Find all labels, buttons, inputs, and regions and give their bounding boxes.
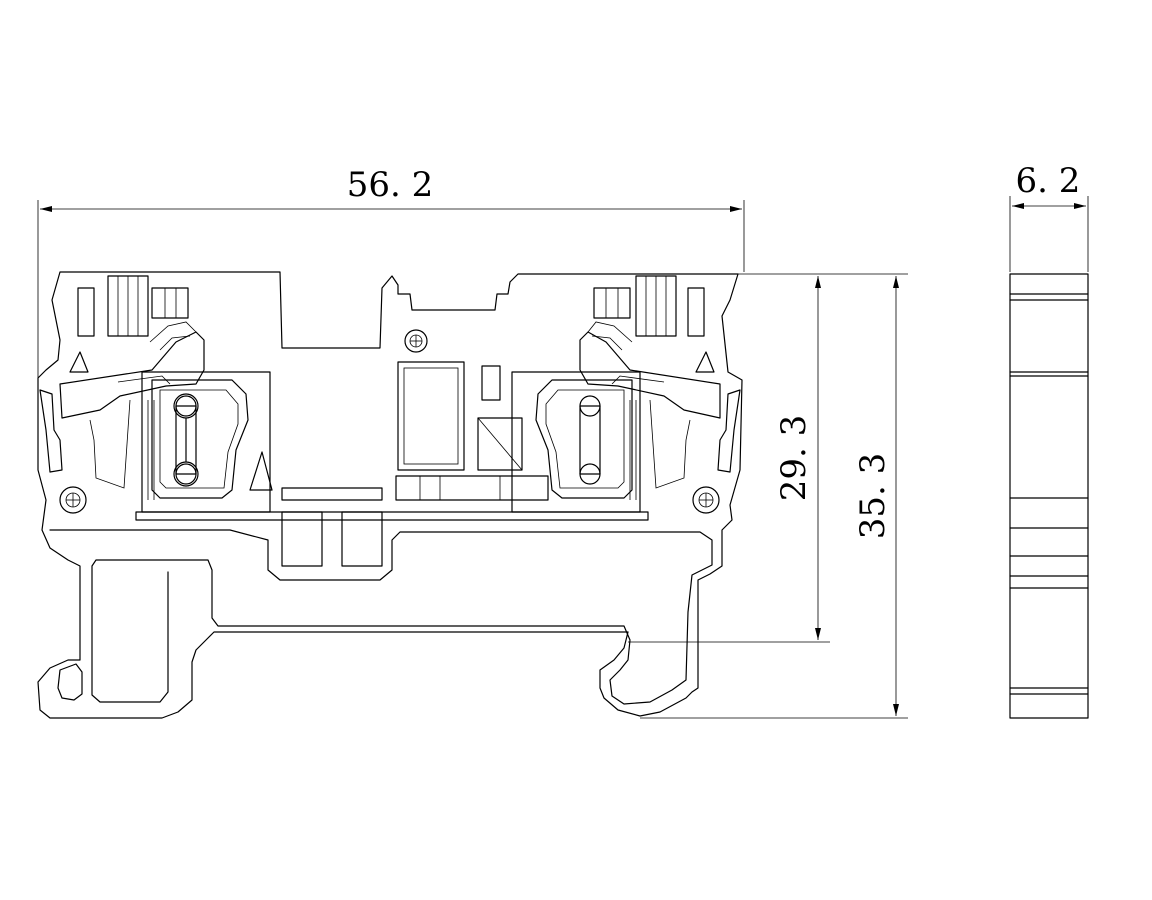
right-lever-inner <box>591 335 623 351</box>
left-screw <box>59 486 87 514</box>
right-triangle-mark <box>695 351 715 373</box>
left-spring-cage <box>141 371 273 513</box>
right-inner-wall <box>649 399 691 489</box>
right-side-clip <box>717 389 741 473</box>
left-foot-hook <box>57 663 83 701</box>
dimension-height-to-rail: 29. 3 <box>628 273 908 643</box>
terminal-block-front-view <box>37 271 743 719</box>
left-lever-top <box>149 321 197 343</box>
right-screw <box>692 486 720 514</box>
dimension-label-overall-height: 35. 3 <box>853 453 893 540</box>
left-side-clip <box>39 389 63 473</box>
dimension-label-rail-height: 29. 3 <box>774 415 814 502</box>
left-lever-inner <box>159 335 191 351</box>
right-lever-detail <box>611 375 665 385</box>
left-top-slots <box>77 275 189 337</box>
busbar <box>135 487 649 567</box>
dimension-side-thickness: 6. 2 <box>1009 161 1089 272</box>
dimension-overall-height: 35. 3 <box>640 276 908 719</box>
terminal-block-side-view <box>1009 273 1089 719</box>
right-spring-cage <box>511 371 641 513</box>
dimension-label-thickness: 6. 2 <box>1016 161 1081 201</box>
left-clamp-keyhole <box>173 393 199 487</box>
rail-guide-inner <box>49 529 713 705</box>
housing-outline <box>37 271 743 719</box>
left-triangle-mark <box>69 351 89 373</box>
right-top-slots <box>593 275 705 337</box>
top-screw <box>404 329 428 353</box>
left-inner-wall <box>89 399 131 489</box>
dimension-overall-width: 56. 2 <box>37 165 745 380</box>
dimension-label-width: 56. 2 <box>347 165 434 205</box>
center-socket <box>395 361 549 501</box>
right-lever-top <box>587 321 633 343</box>
left-release-lever <box>59 331 205 419</box>
left-lever-detail <box>117 375 171 385</box>
left-triangle-arrow <box>249 451 273 491</box>
right-release-lever <box>579 331 721 419</box>
